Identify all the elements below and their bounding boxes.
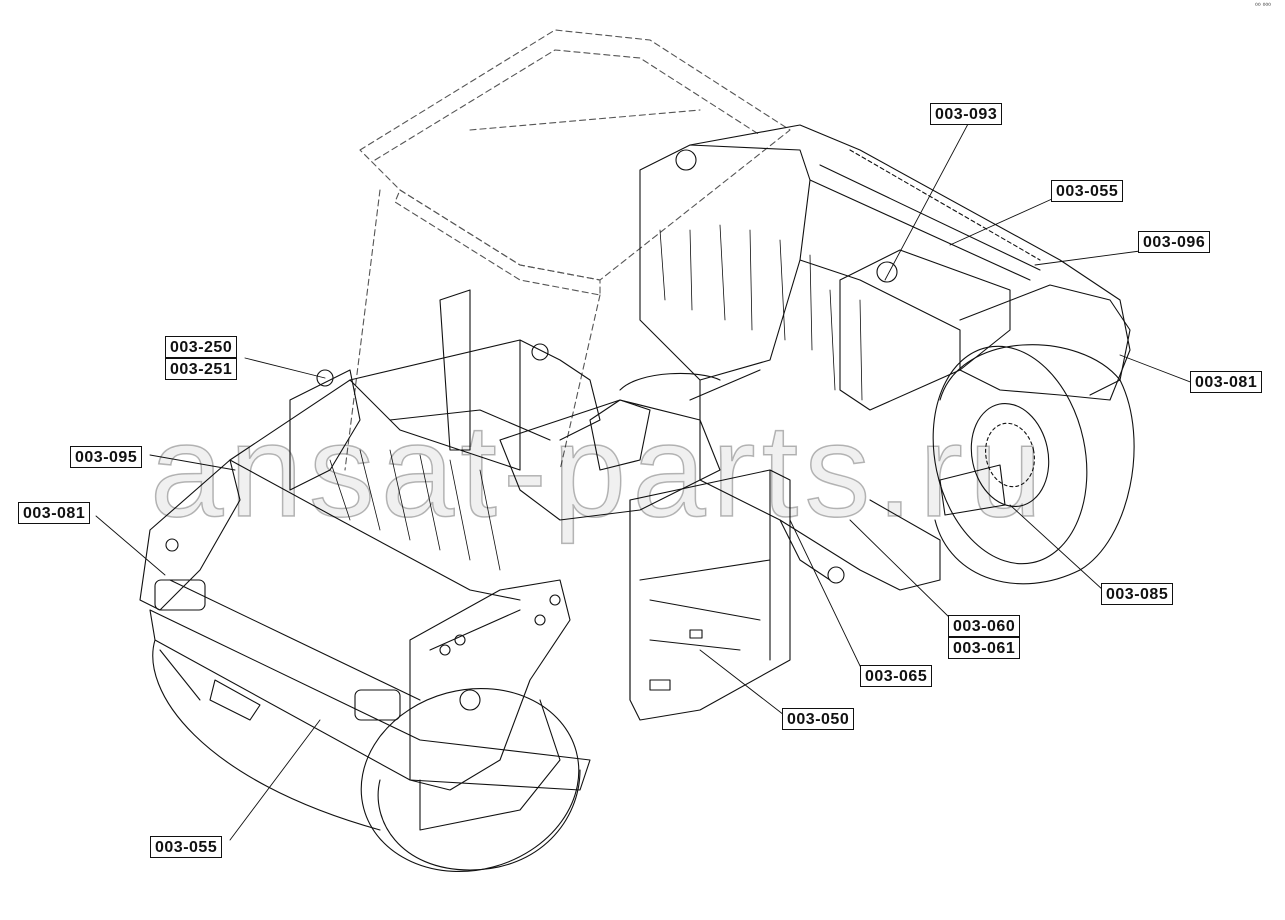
corner-code: ⁰⁰ ⁰⁰⁰ — [1255, 3, 1271, 10]
rear-frame — [639, 124, 1131, 591]
callout-003-050[interactable]: 003-050 — [782, 708, 855, 730]
callout-003-065[interactable]: 003-065 — [860, 665, 933, 687]
callout-003-060[interactable]: 003-060 — [948, 615, 1021, 637]
cab-hatching — [329, 449, 501, 571]
callout-003-061[interactable]: 003-061 — [948, 637, 1021, 659]
callout-003-250[interactable]: 003-250 — [165, 336, 238, 358]
front-cab-frame — [229, 289, 601, 601]
callout-003-081-right[interactable]: 003-081 — [1190, 371, 1263, 393]
callout-003-096[interactable]: 003-096 — [1138, 231, 1211, 253]
rear-drum — [932, 344, 1135, 585]
front-frame-box — [629, 469, 791, 721]
callout-003-093[interactable]: 003-093 — [930, 103, 1003, 125]
hood-grille — [659, 224, 863, 401]
center-joint — [499, 369, 761, 521]
canopy-roof — [344, 29, 791, 471]
callout-003-081-left[interactable]: 003-081 — [18, 502, 91, 524]
front-yoke-arm — [409, 579, 571, 831]
callout-003-055-top[interactable]: 003-055 — [1051, 180, 1124, 202]
leader-lines — [95, 123, 1194, 841]
front-bumper — [139, 459, 591, 791]
callout-003-085[interactable]: 003-085 — [1101, 583, 1174, 605]
callout-003-251[interactable]: 003-251 — [165, 358, 238, 380]
front-drum — [152, 639, 581, 873]
callout-003-095[interactable]: 003-095 — [70, 446, 143, 468]
callout-003-055-bottom[interactable]: 003-055 — [150, 836, 223, 858]
